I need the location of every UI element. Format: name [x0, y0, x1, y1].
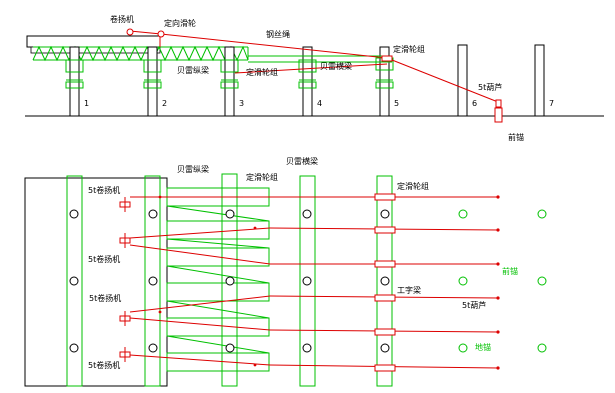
- plan-pulley-block-right-label: 定滑轮组: [397, 181, 429, 191]
- steel-rope-label: 钢丝绳: [266, 29, 290, 39]
- pulley-block-top-icon: [381, 55, 393, 62]
- anchor-icon: [494, 107, 503, 123]
- beam-longitudinal-label: 贝雷纵梁: [177, 66, 209, 75]
- guide-pulley-icon: [157, 30, 165, 38]
- pier-number: 5: [394, 99, 399, 108]
- winch-label: 卷扬机: [110, 14, 134, 24]
- plan-beam-transverse-label: 贝雷横梁: [286, 156, 318, 166]
- hoist-label: 5t葫芦: [478, 82, 502, 92]
- pulley-block-top-label: 定滑轮组: [393, 44, 425, 54]
- plan-longitudinal-beams: [166, 187, 270, 372]
- guide-pulley-label: 定向滑轮: [164, 18, 196, 28]
- pier-number: 1: [84, 99, 89, 108]
- pier-number: 3: [239, 99, 244, 108]
- plan-pier-strips: [66, 173, 393, 387]
- plan-winch-label: 5t卷扬机: [88, 185, 120, 195]
- deck-girder: [26, 35, 161, 48]
- plan-view: 贝雷纵梁 贝雷横梁 定滑轮组 定滑轮组 工字梁 前锚 5t葫芦 地锚 5t卷扬机…: [24, 156, 547, 387]
- pier-number: 4: [317, 99, 322, 108]
- pier-number: 7: [549, 99, 554, 108]
- plan-winch-label: 5t卷扬机: [88, 360, 120, 370]
- plan-anchor-circles: [458, 209, 547, 353]
- plan-anchor-label: 前锚: [502, 266, 518, 276]
- deck-slab: [24, 177, 168, 387]
- plan-beam-longitudinal-label: 贝雷纵梁: [177, 165, 209, 174]
- winch-icon: [126, 28, 134, 36]
- plan-rope-ends: [158, 195, 500, 370]
- elevation-view: 卷扬机 定向滑轮 钢丝绳 定滑轮组 定滑轮组 贝雷纵梁 贝雷横梁 5t葫芦 前锚…: [25, 14, 604, 142]
- plan-ground-anchor-label: 地锚: [475, 342, 491, 352]
- plan-i-beam-label: 工字梁: [397, 285, 421, 295]
- plan-winch-label: 5t卷扬机: [88, 254, 120, 264]
- plan-winches: [119, 197, 131, 362]
- plan-bolts: [69, 209, 390, 353]
- plan-hoist-label: 5t葫芦: [462, 300, 486, 310]
- beam-transverse-label: 贝雷横梁: [320, 61, 352, 71]
- pulley-block-left-label: 定滑轮组: [246, 67, 278, 77]
- pier-number: 6: [472, 99, 477, 108]
- plan-pulley-block-left-label: 定滑轮组: [246, 172, 278, 182]
- hoist-icon: [495, 99, 502, 108]
- plan-pulley-blocks: [374, 193, 396, 372]
- plan-winch-label: 5t卷扬机: [89, 293, 121, 303]
- anchor-label: 前锚: [508, 132, 524, 142]
- pier-number: 2: [162, 99, 167, 108]
